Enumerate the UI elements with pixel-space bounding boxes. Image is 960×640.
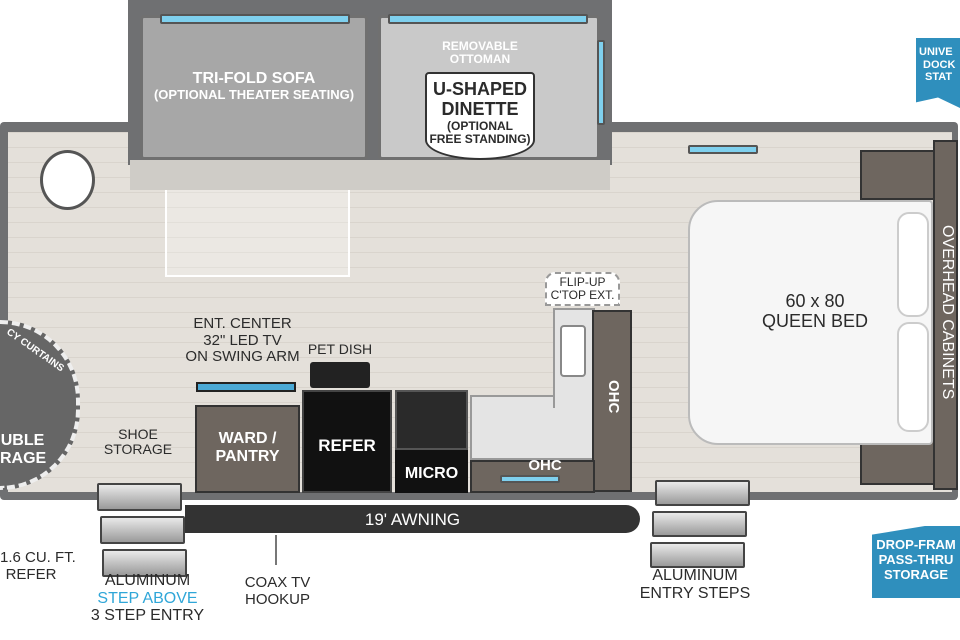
dock-line2: DOCK [923, 58, 956, 71]
flip-line1: FLIP-UP [559, 275, 606, 289]
pass-thru-storage-tag: DROP-FRAM PASS-THRU STORAGE [872, 526, 960, 598]
ent-line2: 32" LED TV [203, 331, 282, 349]
step [102, 549, 187, 577]
window [388, 14, 588, 24]
sink [560, 325, 586, 377]
storage-line1: UBLE [0, 432, 45, 449]
sofa [140, 15, 368, 160]
window [597, 40, 605, 125]
entry-line1: ALUMINUM [652, 567, 738, 584]
step-above-label: ALUMINUM STEP ABOVE 3 STEP ENTRY [85, 572, 210, 625]
sofa-label: TRI-FOLD SOFA (OPTIONAL THEATER SEATING) [140, 70, 368, 102]
flip-line2: C'TOP EXT. [550, 288, 615, 303]
ottoman-line2: OTTOMAN [449, 52, 511, 67]
bathroom-sink [40, 150, 95, 210]
ent-center-label: ENT. CENTER 32" LED TV ON SWING ARM [180, 315, 305, 366]
sofa-line2: (OPTIONAL THEATER SEATING) [153, 86, 355, 102]
stove [395, 390, 468, 450]
awning [185, 505, 640, 533]
dinette-line2: DINETTE [441, 98, 519, 119]
window [160, 14, 350, 24]
dinette-line3: (OPTIONAL [447, 118, 513, 133]
bed-line1: 60 x 80 [785, 291, 845, 311]
flip-up-label: FLIP-UP C'TOP EXT. [545, 272, 620, 307]
ottoman-line1: REMOVABLE [442, 39, 518, 53]
window [688, 145, 758, 154]
ottoman-label: REMOVABLE OTTOMAN [420, 39, 540, 67]
queen-bed [688, 200, 933, 445]
refer-line2: REFER [5, 565, 57, 583]
coax-line1: COAX TV [244, 574, 311, 591]
step-line3: 3 STEP ENTRY [90, 607, 205, 625]
coax-line2: HOOKUP [244, 590, 310, 608]
pass-line1: DROP-FRAM [876, 537, 956, 552]
step [650, 542, 745, 568]
bed-line2: QUEEN BED [761, 310, 869, 331]
left-entry-steps [92, 478, 190, 618]
dinette-line4: FREE STANDING) [429, 131, 531, 146]
dock-line1: UNIVE [919, 46, 953, 58]
coax-line [275, 535, 277, 565]
entry-line2: ENTRY STEPS [639, 584, 751, 602]
entry-steps-label: ALUMINUM ENTRY STEPS [630, 567, 760, 602]
front-refer-label: 1.6 CU. FT. REFER [0, 549, 76, 583]
step-line2: STEP ABOVE [97, 589, 198, 607]
wardrobe-line2: PANTRY [215, 447, 280, 465]
shoe-line1: SHOE [118, 426, 158, 442]
pillow [897, 322, 929, 432]
step [100, 516, 185, 544]
wardrobe-pantry [195, 405, 300, 493]
bed-label: 60 x 80 QUEEN BED [750, 291, 880, 332]
overhead-cabinets [933, 140, 958, 490]
refer-line1: 1.6 CU. FT. [0, 549, 76, 566]
sofa-line1: TRI-FOLD SOFA [192, 70, 316, 87]
wardrobe-line1: WARD / [218, 430, 277, 447]
coax-label: COAX TV HOOKUP [235, 574, 320, 608]
ohc-side-label: OHC [605, 380, 622, 414]
slideout-rug [130, 160, 610, 190]
storage-line2: RAGE [0, 449, 47, 467]
dinette-line1: U-SHAPED [432, 79, 527, 99]
shoe-line2: STORAGE [103, 441, 173, 458]
ohc-counter-cabinet [470, 460, 595, 493]
dinette-label: U-SHAPED DINETTE (OPTIONAL FREE STANDING… [425, 79, 535, 146]
pass-line3: STORAGE [883, 566, 949, 582]
pet-dish [310, 362, 370, 388]
dinette-table [425, 72, 535, 160]
refrigerator [302, 390, 392, 493]
shoe-storage-label: SHOE STORAGE [98, 426, 178, 458]
step [655, 480, 750, 506]
step [97, 483, 182, 511]
wardrobe-label: WARD / PANTRY [195, 430, 300, 465]
ent-line1: ENT. CENTER [193, 315, 292, 332]
pillow [897, 212, 929, 317]
micro-label: MICRO [404, 465, 459, 482]
pet-dish-label: PET DISH [307, 341, 373, 357]
step-line1: ALUMINUM [104, 572, 191, 589]
ohc-counter-label: OHC [528, 457, 562, 474]
right-entry-steps [640, 475, 755, 600]
refer-label: REFER [318, 436, 376, 455]
dock-line3: STAT [925, 71, 953, 84]
step [652, 511, 747, 537]
cabinets-label: OVERHEAD CABINETS [939, 225, 956, 400]
window [500, 475, 560, 483]
tv [196, 382, 296, 392]
ohc-side-cabinet [592, 310, 632, 492]
microwave [395, 450, 468, 493]
docking-station-tag: UNIVE DOCK STAT [916, 38, 960, 108]
awning-label: 19' AWNING [364, 510, 461, 529]
ent-line3: ON SWING ARM [185, 348, 300, 365]
pass-line2: PASS-THRU [878, 551, 954, 567]
storage-label: UBLE RAGE [0, 432, 47, 467]
nightstand-top [860, 150, 935, 200]
